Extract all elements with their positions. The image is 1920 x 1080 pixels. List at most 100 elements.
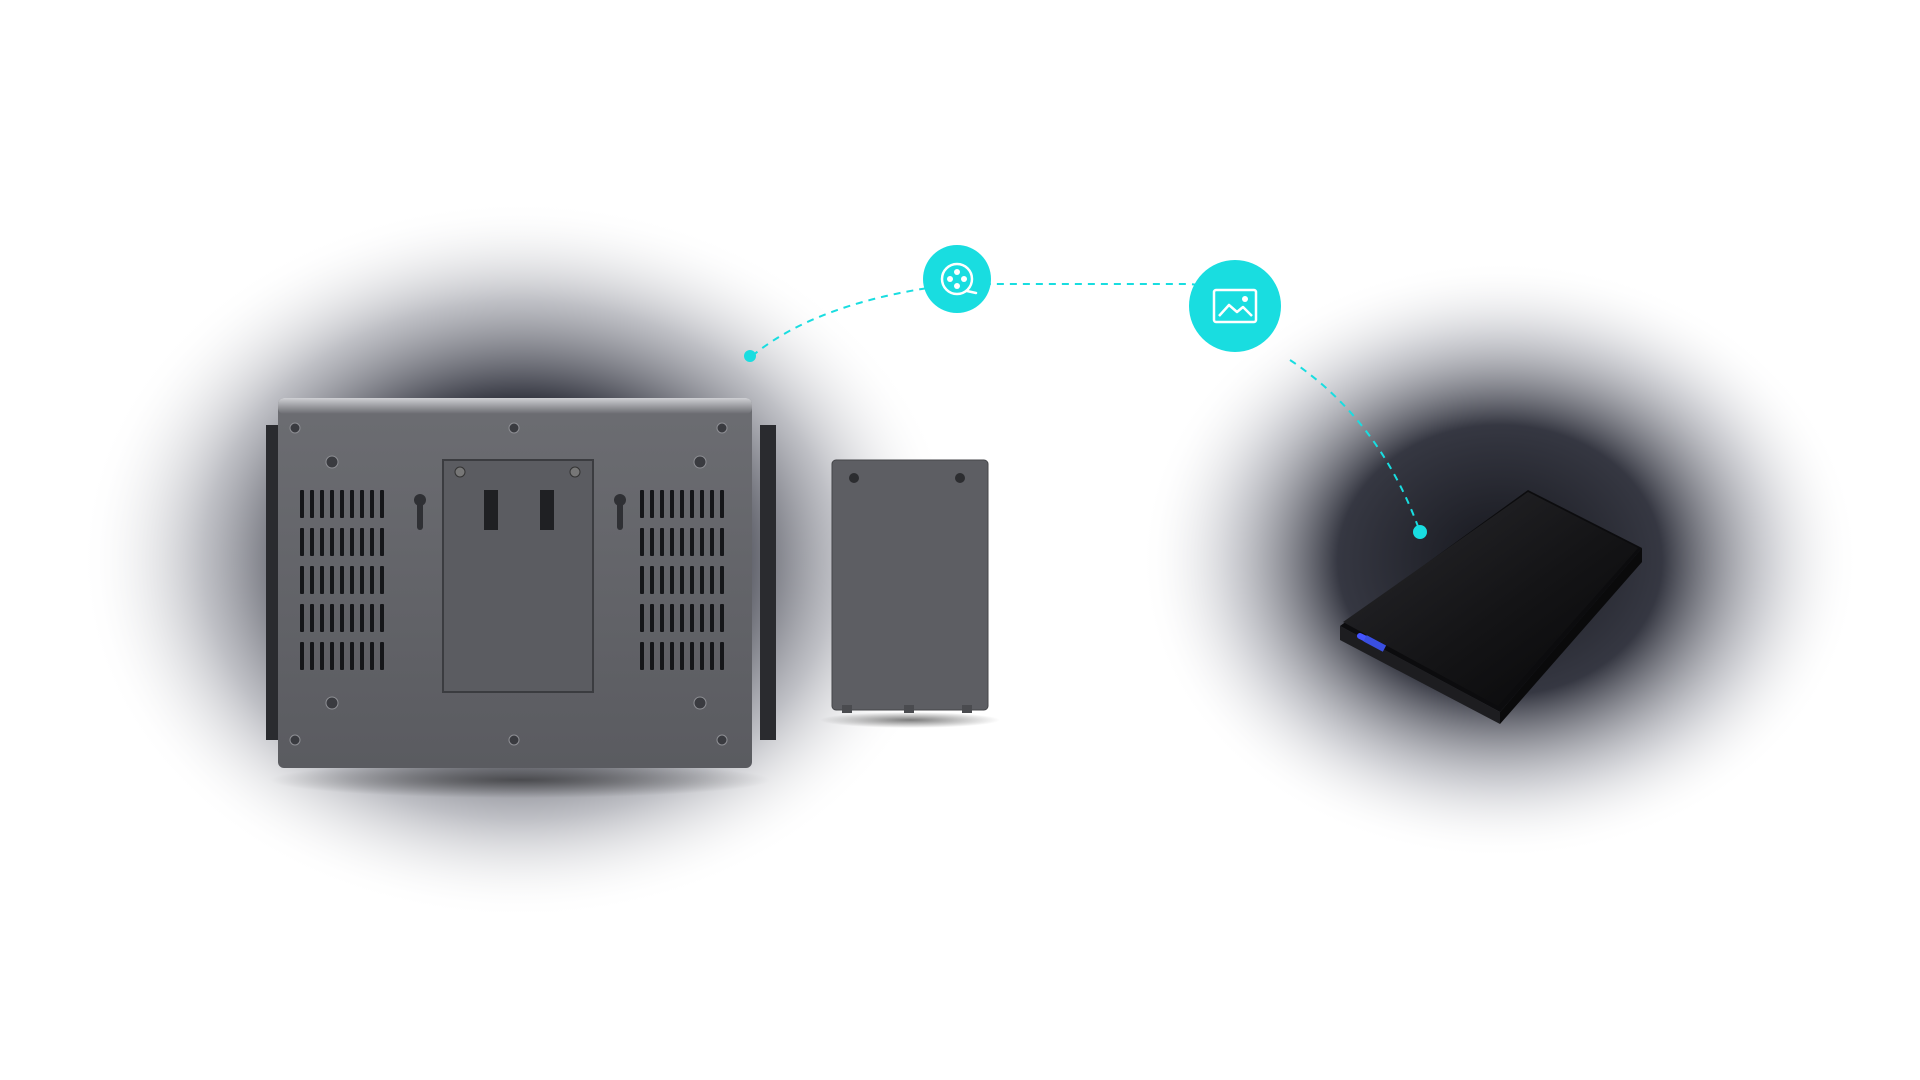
vent-slot: [360, 566, 364, 594]
vent-slot: [660, 528, 664, 556]
vent-slot: [670, 642, 674, 670]
vent-slot: [670, 528, 674, 556]
vent-slot: [640, 528, 644, 556]
vent-slot: [660, 642, 664, 670]
vent-slot: [350, 490, 354, 518]
vent-slot: [360, 642, 364, 670]
vent-slot: [640, 604, 644, 632]
path-end-dot: [1413, 525, 1427, 539]
vent-slot: [300, 490, 304, 518]
vent-slot: [350, 566, 354, 594]
vent-slot: [670, 604, 674, 632]
vent-slot: [670, 566, 674, 594]
vent-slot: [320, 566, 324, 594]
vent-slot: [720, 642, 724, 670]
vent-slot: [310, 528, 314, 556]
vent-slot: [300, 566, 304, 594]
vent-slot: [330, 642, 334, 670]
vent-slot: [680, 490, 684, 518]
vent-slot: [320, 604, 324, 632]
vent-slot: [360, 528, 364, 556]
vent-slot: [690, 642, 694, 670]
vent-slot: [700, 566, 704, 594]
vent-slot: [680, 528, 684, 556]
vent-slot: [690, 566, 694, 594]
vent-slot: [710, 604, 714, 632]
vent-slot: [650, 604, 654, 632]
vent-slot: [710, 642, 714, 670]
vent-slot: [380, 604, 384, 632]
image-icon: [1189, 260, 1281, 352]
vent-slot: [380, 490, 384, 518]
vent-slot: [710, 566, 714, 594]
vent-slot: [720, 604, 724, 632]
vent-slot: [690, 604, 694, 632]
vent-slot: [650, 528, 654, 556]
vent-slot: [370, 566, 374, 594]
vent-slot: [640, 490, 644, 518]
vent-slot: [660, 566, 664, 594]
vent-slot: [650, 490, 654, 518]
film-reel-icon: [923, 245, 991, 313]
vent-slot: [670, 490, 674, 518]
vent-slot: [300, 642, 304, 670]
vent-slot: [310, 490, 314, 518]
vent-slot: [370, 604, 374, 632]
vent-slot: [320, 528, 324, 556]
vent-slot: [310, 566, 314, 594]
vent-slot: [700, 642, 704, 670]
vent-slot: [660, 604, 664, 632]
vent-slot: [690, 528, 694, 556]
vent-slot: [710, 490, 714, 518]
vent-slot: [340, 604, 344, 632]
vent-slot: [720, 490, 724, 518]
vent-slot: [360, 604, 364, 632]
vent-slot: [370, 490, 374, 518]
vent-slot: [640, 642, 644, 670]
vent-slot: [370, 642, 374, 670]
vent-slot: [320, 642, 324, 670]
vent-slot: [330, 604, 334, 632]
vent-slot: [300, 604, 304, 632]
vent-slot: [690, 490, 694, 518]
usb-port: [1363, 635, 1387, 652]
vent-slot: [300, 528, 304, 556]
vent-slot: [320, 490, 324, 518]
vent-slot: [700, 528, 704, 556]
vent-slot: [310, 642, 314, 670]
vent-slot: [700, 490, 704, 518]
vent-slot: [310, 604, 314, 632]
vent-slot: [660, 490, 664, 518]
vent-slot: [330, 566, 334, 594]
nas-device: [266, 398, 776, 798]
vent-slot: [340, 642, 344, 670]
vent-slot: [330, 528, 334, 556]
vent-slot: [680, 642, 684, 670]
path-start-dot: [744, 350, 756, 362]
vent-slot: [650, 566, 654, 594]
vent-slot: [380, 642, 384, 670]
vent-slot: [640, 566, 644, 594]
vent-slot: [710, 528, 714, 556]
vent-slot: [720, 528, 724, 556]
vent-slot: [340, 490, 344, 518]
vent-slot: [680, 566, 684, 594]
vent-slot: [650, 642, 654, 670]
vent-slot: [340, 528, 344, 556]
vent-slot: [380, 566, 384, 594]
vent-slot: [700, 604, 704, 632]
vent-slot: [380, 528, 384, 556]
vent-slot: [340, 566, 344, 594]
vent-slot: [350, 642, 354, 670]
vent-slot: [330, 490, 334, 518]
vent-slot: [350, 604, 354, 632]
vent-slot: [680, 604, 684, 632]
nas-vents: [300, 490, 724, 670]
external-hard-drive: [1340, 490, 1642, 724]
vent-slot: [360, 490, 364, 518]
drive-bay-cover: [820, 459, 1000, 728]
vent-slot: [350, 528, 354, 556]
vent-slot: [370, 528, 374, 556]
vent-slot: [720, 566, 724, 594]
